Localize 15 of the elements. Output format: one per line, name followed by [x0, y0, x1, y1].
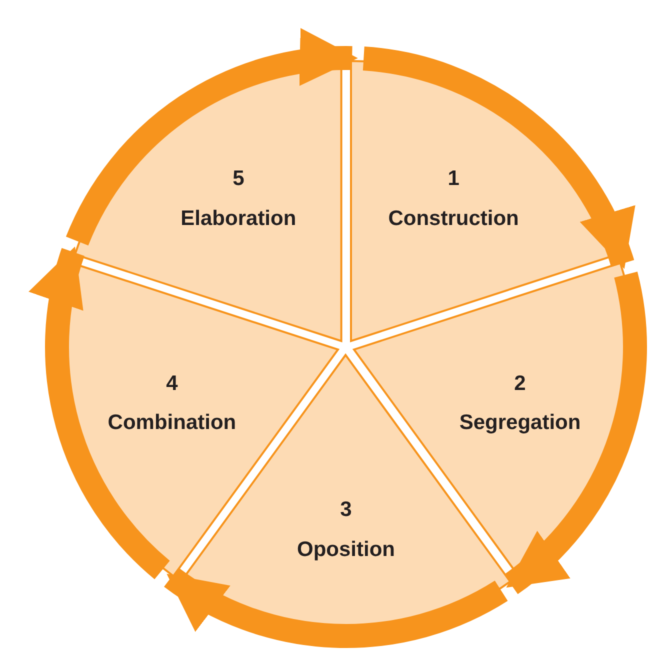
step-number: 2 — [513, 370, 527, 397]
cycle-arrow — [164, 567, 508, 648]
step-label: Oposition — [296, 537, 395, 563]
step-label: Segregation — [459, 410, 581, 437]
cycle-arrow — [504, 272, 647, 594]
step-label: Combination — [108, 410, 236, 437]
cycle-arrow — [31, 246, 170, 579]
step-number: 4 — [165, 370, 179, 397]
step-number: 3 — [339, 497, 353, 524]
step-label: Construction — [388, 206, 519, 232]
cycle-arrow — [362, 46, 634, 269]
step-number: 1 — [446, 166, 460, 192]
step-label: Elaboration — [180, 206, 296, 232]
cycle-arrow — [66, 31, 358, 246]
step-number: 5 — [232, 166, 246, 192]
